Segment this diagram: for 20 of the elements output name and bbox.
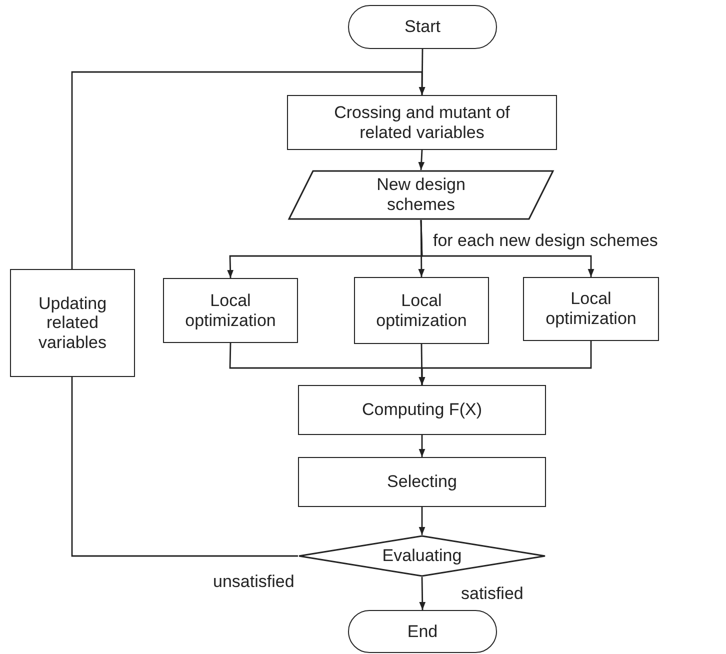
arrow bbox=[71, 71, 426, 269]
arrow bbox=[418, 507, 426, 535]
arrow bbox=[419, 577, 426, 610]
edge-label: for each new design schemes bbox=[432, 232, 659, 251]
arrow bbox=[418, 435, 426, 457]
process-box: Computing F(X) bbox=[298, 385, 546, 435]
process-box: Local optimization bbox=[163, 278, 298, 343]
arrow bbox=[418, 341, 592, 385]
process-box: Updating related variables bbox=[10, 269, 135, 377]
connector-line bbox=[71, 377, 298, 557]
arrow bbox=[418, 150, 425, 170]
terminal-box: End bbox=[348, 610, 497, 653]
process-box: Local optimization bbox=[523, 277, 659, 341]
process-box: Selecting bbox=[298, 457, 546, 507]
process-box: Crossing and mutant of related variables bbox=[287, 95, 557, 150]
data-parallelogram: New design schemes bbox=[288, 170, 554, 220]
decision-diamond: Evaluating bbox=[298, 535, 546, 577]
arrow bbox=[420, 220, 594, 277]
process-box: Local optimization bbox=[354, 277, 489, 344]
terminal-box: Start bbox=[348, 5, 497, 49]
